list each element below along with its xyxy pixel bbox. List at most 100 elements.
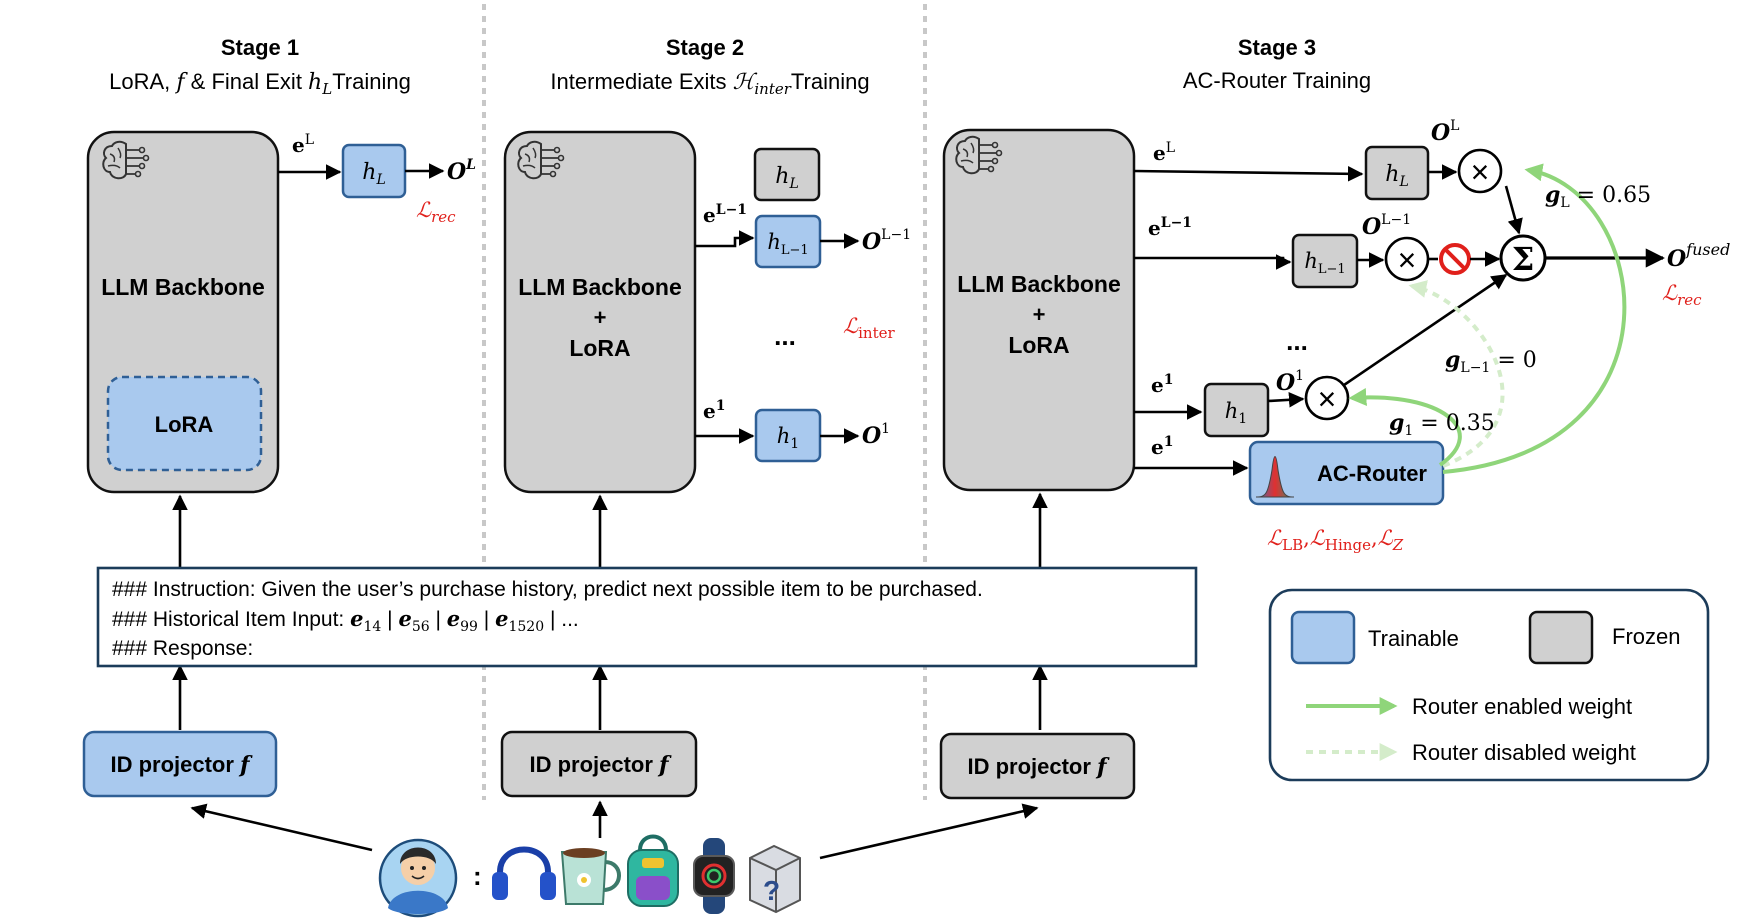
no-entry-icon xyxy=(1439,243,1471,275)
backpack-icon xyxy=(627,834,679,907)
loss-rec-3: ℒrec xyxy=(1662,281,1702,309)
legend-trainable-label: Trainable xyxy=(1368,626,1459,651)
sum-node-symbol: Σ xyxy=(1512,240,1535,278)
ac-router xyxy=(1248,440,1445,506)
headphones-icon xyxy=(492,846,556,900)
gL-weight-label: gL = 0.65 xyxy=(1545,182,1651,211)
gLm1-weight-label: gL−1 = 0 xyxy=(1445,347,1537,376)
stage-2: LLM Backbone + LoRA hL eL−1 hL−1 OL−1 ..… xyxy=(500,130,911,798)
legend-disabled-label: Router disabled weight xyxy=(1412,740,1636,765)
legend-enabled-label: Router enabled weight xyxy=(1412,694,1632,719)
exit-head-h1-3 xyxy=(1203,382,1270,438)
multiply-node-L xyxy=(1457,148,1503,194)
user-history: : ? xyxy=(190,800,1039,918)
exit-head-h1-2-label: h1 xyxy=(777,424,799,452)
arrow-mult1-to-sum xyxy=(1343,273,1508,387)
lora-module-label: LoRA xyxy=(155,412,214,437)
eLm1-label-3: eL−1 xyxy=(1148,215,1192,240)
id-projector-2-label: ID projector f xyxy=(529,752,672,778)
legend: Trainable Frozen Router enabled weight R… xyxy=(1268,588,1710,782)
brain-icon xyxy=(102,140,150,180)
prompt-response-line: ### Response: xyxy=(112,637,253,660)
arrow-eLm1-2 xyxy=(695,230,755,248)
output-OLm1-2: OL−1 xyxy=(862,227,911,255)
legend-frozen-swatch xyxy=(1528,610,1594,665)
svg-text:?: ? xyxy=(763,875,780,906)
prompt-box-frame xyxy=(96,566,1198,668)
e1-label-2: e1 xyxy=(703,398,725,423)
exit-head-hL-2 xyxy=(753,147,821,202)
multiply-node-1-symbol: × xyxy=(1318,381,1337,417)
exit-head-hL-1-label: hL xyxy=(362,160,385,188)
id-projector-1-label: ID projector f xyxy=(110,752,253,778)
loss-inter-2: ℒinter xyxy=(843,314,895,342)
loss-rec-1: ℒrec xyxy=(416,198,456,226)
exit-head-hLm1-2 xyxy=(754,214,822,269)
multiply-node-1 xyxy=(1304,375,1350,421)
eL-label-1: eL xyxy=(292,132,314,157)
llm-backbone-2-label-3: LoRA xyxy=(569,335,630,361)
router-weight-gL-curve xyxy=(1442,163,1627,474)
multiply-node-L-symbol: × xyxy=(1471,154,1490,190)
arrow-eL-3 xyxy=(1133,166,1364,182)
output-OL-1: OL xyxy=(447,157,476,185)
arrow-h1-to-mult xyxy=(1267,392,1305,408)
stage-3-title: Stage 3 xyxy=(1238,35,1316,60)
router-weight-gLm1-curve xyxy=(1408,280,1505,468)
exit-head-hLm1-2-label: hL−1 xyxy=(767,230,808,258)
legend-trainable-swatch xyxy=(1290,610,1356,665)
arrow-eLm1-3 xyxy=(1134,254,1292,270)
stage-3-subtitle: AC-Router Training xyxy=(1183,68,1371,93)
lora-module xyxy=(106,375,263,472)
output-O1-2: O1 xyxy=(862,421,890,449)
stage-2-title: Stage 2 xyxy=(666,35,744,60)
gaussian-icon xyxy=(1255,456,1295,498)
smartwatch-icon xyxy=(693,838,735,914)
brain-icon xyxy=(517,140,565,180)
eLm1-label-2: eL−1 xyxy=(703,202,747,227)
stage-3: LLM Backbone + LoRA eL hL × OL eL−1 hL−1… xyxy=(939,118,1730,800)
brain-icon xyxy=(955,135,1003,175)
exit-head-h1-3-label: h1 xyxy=(1225,399,1247,427)
id-projector-2 xyxy=(500,730,698,798)
mug-icon xyxy=(560,848,621,905)
ellipsis-3: ... xyxy=(1286,326,1308,356)
exit-head-hL-2-label: hL xyxy=(775,164,798,192)
output-fused: Ofused xyxy=(1667,240,1730,272)
llm-backbone-3-label-3: LoRA xyxy=(1008,332,1069,358)
user-colon: : xyxy=(473,861,482,891)
router-weight-g1-curve xyxy=(1348,388,1462,467)
prompt-instruction-line: ### Instruction: Given the user’s purcha… xyxy=(112,578,983,601)
prompt-history-line: ### Historical Item Input: e14 | e56 | e… xyxy=(112,606,579,635)
multiply-node-Lm1-symbol: × xyxy=(1398,242,1417,278)
mystery-box-icon: ? xyxy=(749,844,801,914)
legend-frame xyxy=(1268,588,1710,782)
llm-backbone-2-label-1: LLM Backbone xyxy=(518,274,682,300)
user-avatar-icon xyxy=(378,838,458,918)
arrow-user-to-projector-1 xyxy=(190,803,373,852)
llm-backbone-2 xyxy=(503,130,697,494)
prompt-box: ### Instruction: Given the user’s purcha… xyxy=(96,566,1198,668)
output-OL-3: OL xyxy=(1431,118,1459,146)
llm-backbone-3 xyxy=(942,128,1136,492)
eL-label-3: eL xyxy=(1153,140,1175,165)
llm-backbone-2-label-2: + xyxy=(594,305,607,330)
llm-backbone-3-label-2: + xyxy=(1033,302,1046,327)
stage-1: LLM Backbone LoRA eL hL OL ℒrec ID proje… xyxy=(82,130,476,798)
stage-1-subtitle: LoRA, f & Final Exit hLTraining xyxy=(109,69,411,98)
ac-router-label: AC-Router xyxy=(1317,461,1427,486)
g1-weight-label: g1 = 0.35 xyxy=(1389,410,1495,439)
id-projector-1 xyxy=(82,730,278,798)
output-OLm1-3: OL−1 xyxy=(1362,212,1411,240)
id-projector-3 xyxy=(939,732,1136,800)
exit-head-hLm1-3-label: hL−1 xyxy=(1304,249,1345,277)
llm-backbone-3-label-1: LLM Backbone xyxy=(957,271,1121,297)
e1-router-label: e1 xyxy=(1151,434,1173,459)
arrow-multL-to-sum xyxy=(1504,185,1523,235)
output-O1-3: O1 xyxy=(1276,368,1304,396)
loss-router: ℒLB,ℒHinge,ℒZ xyxy=(1267,526,1404,554)
llm-backbone-1-label: LLM Backbone xyxy=(101,274,265,300)
exit-head-hL-3-label: hL xyxy=(1385,162,1408,190)
id-projector-3-label: ID projector f xyxy=(967,754,1110,780)
